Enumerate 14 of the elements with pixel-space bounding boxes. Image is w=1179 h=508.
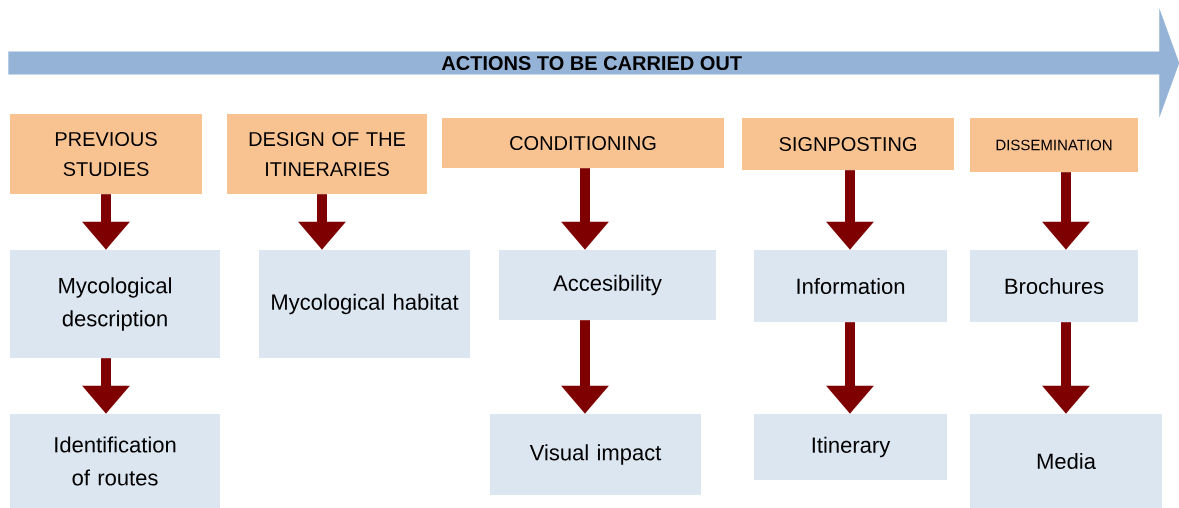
action-box: Brochures — [970, 250, 1138, 322]
action-box: Accesibility — [499, 250, 716, 320]
action-box: Information — [754, 250, 947, 322]
stage-box: CONDITIONING — [442, 118, 724, 168]
stage-box: DESIGN OF THE ITINERARIES — [227, 114, 427, 194]
action-box: Identification of routes — [10, 414, 220, 508]
action-box: Mycological description — [10, 250, 220, 358]
stage-box: PREVIOUS STUDIES — [10, 114, 202, 194]
stage-box: SIGNPOSTING — [742, 118, 954, 170]
stage-box: DISSEMINATION — [970, 118, 1138, 172]
action-box: Media — [970, 414, 1162, 508]
action-box: Itinerary — [754, 414, 947, 480]
action-box: Mycological habitat — [259, 250, 470, 358]
action-box: Visual impact — [490, 414, 701, 495]
